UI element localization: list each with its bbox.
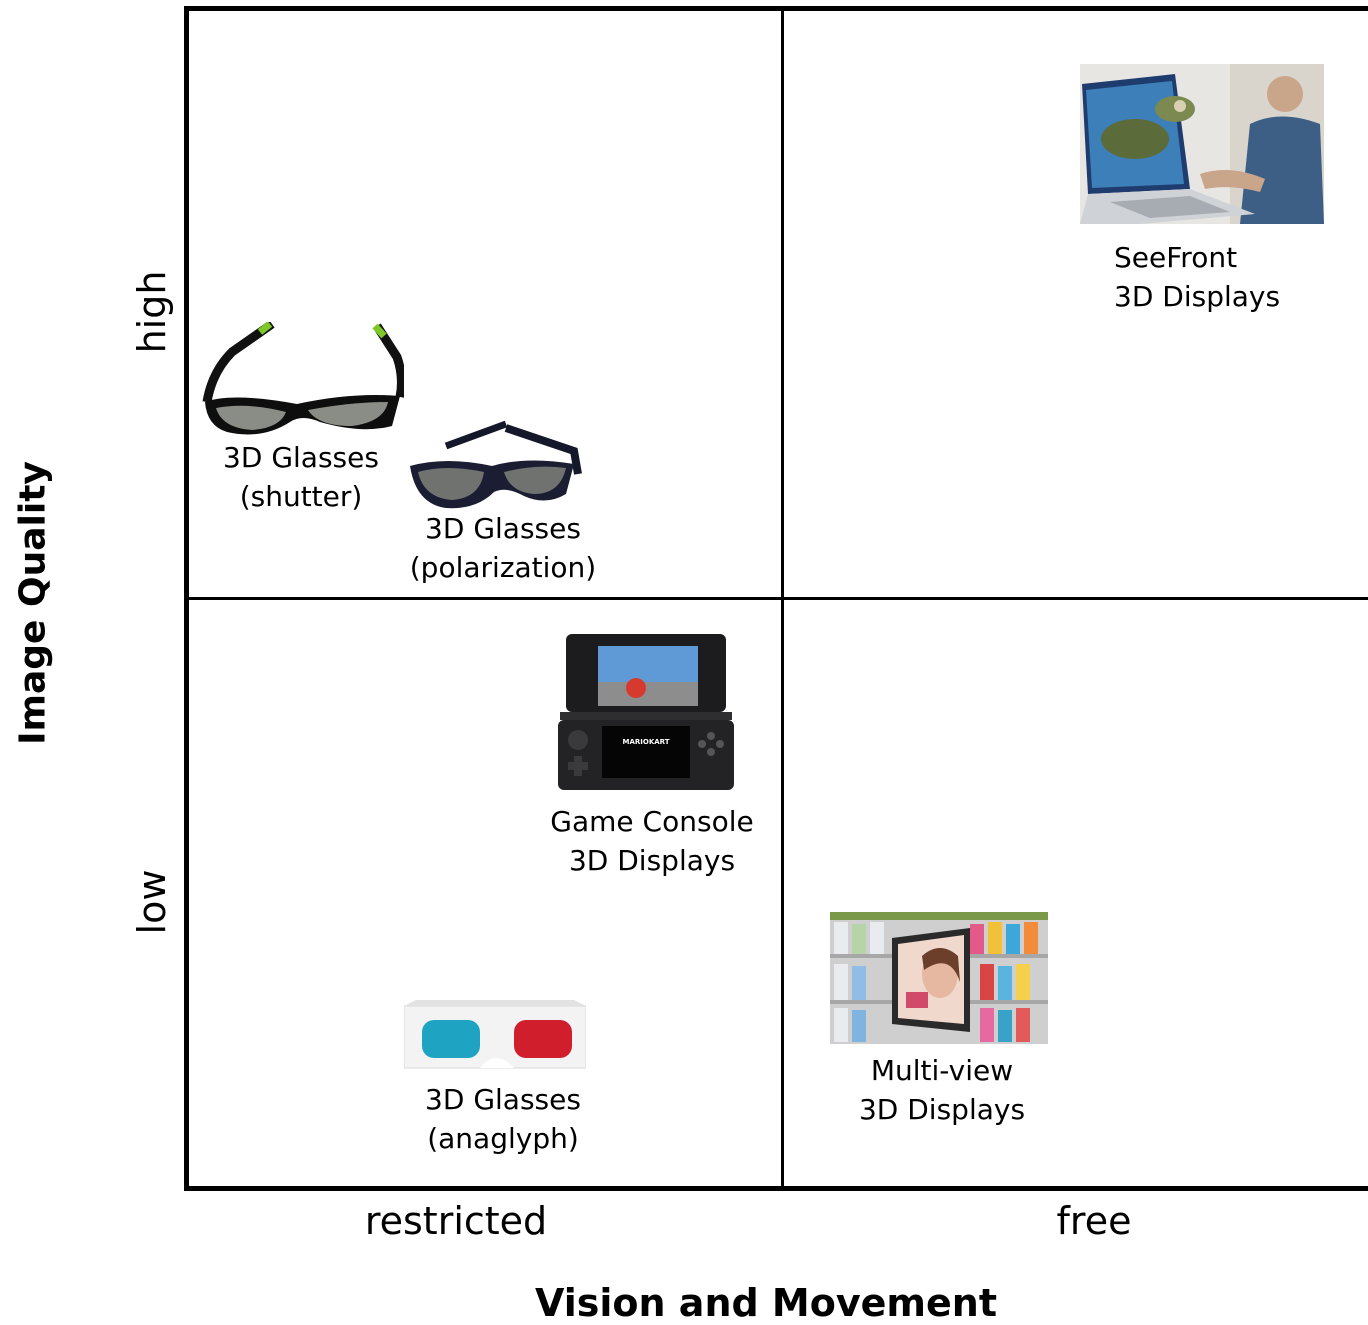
store-shelf-display-photo <box>830 912 1048 1044</box>
handheld-console-photo: MARIOKART <box>558 634 734 790</box>
item-label-line: SeeFront <box>1114 241 1238 274</box>
x-tick-free: free <box>1056 1199 1132 1243</box>
item-label-polarization: 3D Glasses (polarization) <box>410 509 596 587</box>
item-label-line: 3D Displays <box>858 1093 1026 1126</box>
laptop-3d-display-photo <box>1080 64 1324 224</box>
y-tick-low: low <box>130 869 174 935</box>
item-label-multiview: Multi-view 3D Displays <box>859 1051 1025 1129</box>
item-label-line: (polarization) <box>409 551 597 584</box>
item-label-line: 3D Glasses <box>425 1083 581 1116</box>
item-label-anaglyph: 3D Glasses (anaglyph) <box>425 1080 581 1158</box>
item-label-seefront: SeeFront 3D Displays <box>1114 238 1280 316</box>
quadrant-frame-top <box>184 6 1368 11</box>
item-label-line: 3D Displays <box>568 844 736 877</box>
y-tick-high: high <box>130 270 174 354</box>
item-label-line: (anaglyph) <box>427 1122 579 1155</box>
svg-text:MARIOKART: MARIOKART <box>622 738 669 746</box>
quadrant-divider-horizontal <box>184 597 1368 600</box>
item-label-line: Multi-view <box>870 1054 1014 1087</box>
x-axis-line <box>184 1186 1368 1191</box>
anaglyph-glasses-photo <box>404 1000 586 1069</box>
y-axis-title: Image Quality <box>12 461 54 745</box>
item-label-line: (shutter) <box>239 480 363 513</box>
item-label-line: 3D Glasses <box>223 441 379 474</box>
x-tick-restricted: restricted <box>364 1199 548 1243</box>
item-label-console: Game Console 3D Displays <box>550 802 753 880</box>
item-label-shutter: 3D Glasses (shutter) <box>223 438 379 516</box>
x-axis-title: Vision and Movement <box>535 1281 997 1325</box>
item-label-line: 3D Glasses <box>425 512 581 545</box>
item-label-line: Game Console <box>550 805 754 838</box>
polarization-glasses-photo <box>410 420 582 509</box>
shutter-glasses-photo <box>202 322 404 435</box>
item-label-line: 3D Displays <box>1114 280 1281 313</box>
